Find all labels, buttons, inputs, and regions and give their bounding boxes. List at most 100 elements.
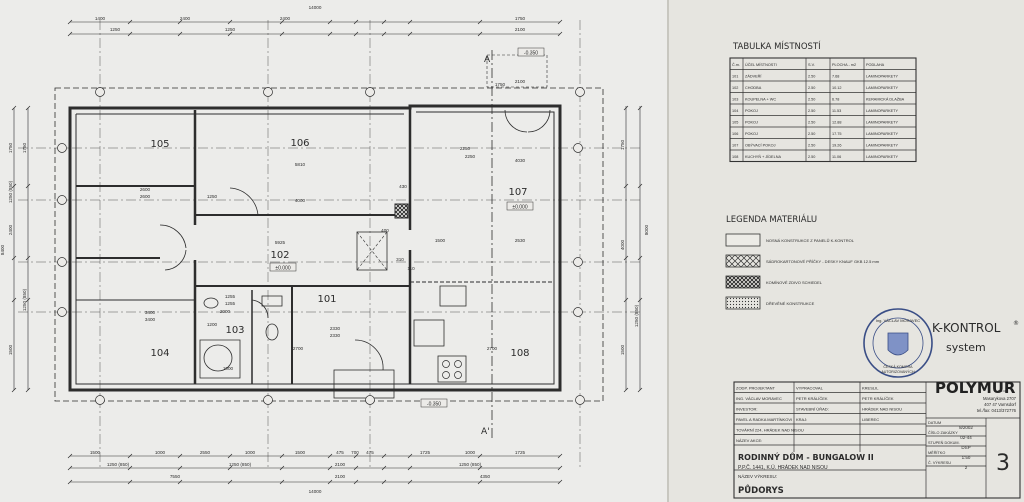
dim-tick	[177, 479, 183, 485]
title-block-field-value: DSP	[961, 445, 970, 450]
dimension-label: 110	[407, 266, 415, 271]
dimension-label: 2330	[330, 333, 341, 338]
title-block-value: KRESLIL	[862, 386, 879, 391]
dimension-label: 1255	[225, 301, 236, 306]
dim-tick	[623, 297, 629, 303]
dimension-label: 1500	[435, 238, 446, 243]
title-block-value: LIBEREC	[862, 417, 879, 422]
dim-tick	[477, 465, 483, 471]
axis-bubble	[573, 307, 583, 317]
legend-label: KOMÍNOVÉ ZDIVO SCHIEDEL	[766, 280, 823, 285]
axis-bubble	[365, 87, 375, 97]
level-mark: -0.350	[524, 51, 538, 57]
title-block-field-label: Č. VÝKRESU	[928, 460, 951, 465]
project-name: RODINNÝ DŮM - BUNGALOW II	[738, 451, 874, 462]
title-block-field-value: 02-44	[960, 435, 972, 440]
polymur-logo: POLYMUR	[935, 379, 1016, 397]
exterior-wall-inner	[75, 111, 555, 385]
dimension-label: 310	[396, 257, 404, 262]
axis-bubble	[57, 143, 67, 153]
dim-tick	[127, 479, 133, 485]
axis-bubble	[95, 395, 105, 405]
dimension-label: 2600	[140, 194, 151, 199]
title-block-label: NÁZEV AKCE:	[736, 438, 762, 443]
company-suffix: s.r.o.	[998, 388, 1007, 393]
dimension-label: 1725	[515, 450, 526, 455]
title-block-field-label: STUPEŇ DOKUM.	[928, 440, 960, 445]
door-swing	[159, 224, 187, 249]
room-table-cell: LAMINOPARKETY	[866, 86, 898, 90]
room-table-cell: 105	[732, 121, 738, 125]
dimension-label: 1750	[495, 82, 506, 87]
dimension-label: 7550	[170, 474, 181, 479]
dim-tick	[11, 387, 17, 393]
dimension-label: 1250 (850)	[459, 462, 482, 467]
dim-tick	[279, 31, 285, 37]
stamp-text: Ing. VÁCLAV MORAVEC	[876, 318, 920, 323]
dimension-label: 1250 (850)	[8, 180, 13, 203]
room-table-cell: 2.50	[808, 155, 815, 159]
room-table-cell: 7.68	[832, 75, 839, 79]
dimension-label: 2400	[8, 224, 13, 235]
room-table-cell: LAMINOPARKETY	[866, 144, 898, 148]
stamp-inner-ring	[872, 317, 924, 369]
terrace-door-swing	[504, 109, 551, 133]
room-table-cell: 2.50	[808, 98, 815, 102]
axis-bubble	[575, 395, 585, 405]
legend-label: SÁDROKARTONOVÉ PŘÍČKY - DESKY KNAUF GKB …	[766, 259, 880, 264]
dim-tick	[327, 465, 333, 471]
axis-bubble	[365, 395, 375, 405]
burner	[454, 360, 462, 368]
dim-tick	[353, 465, 359, 471]
level-mark: ±0.000	[275, 266, 290, 272]
title-block-label: ING. VÁCLAV MORAVEC	[736, 396, 782, 401]
dimension-label: 4350	[480, 474, 491, 479]
dim-tick	[407, 479, 413, 485]
terrace-steps	[486, 54, 548, 88]
legend-swatch-plain	[725, 233, 761, 247]
dim-tick	[637, 387, 643, 393]
room-table-cell: LAMINOPARKETY	[866, 155, 898, 159]
room-table-cell: KUCHYŇ + JÍDELNA	[745, 154, 781, 159]
room-table-cell: 2.50	[808, 121, 815, 125]
dim-tick	[279, 19, 285, 25]
room-table-cell: LAMINOPARKETY	[866, 75, 898, 79]
dimension-label: 1750	[8, 142, 13, 153]
room-table-cell: 2.50	[808, 75, 815, 79]
dimension-label: 1725	[420, 450, 431, 455]
dimension-label: 1200	[207, 322, 218, 327]
dimension-label: 1250 (850)	[107, 462, 130, 467]
dim-tick	[67, 19, 73, 25]
dim-tick	[67, 31, 73, 37]
dimension-label: 3400	[145, 317, 156, 322]
dim-tick	[227, 31, 233, 37]
dimension-label: 2100	[515, 79, 526, 84]
room-table-header: Č.m.	[732, 62, 740, 67]
registered-mark: ®	[1013, 320, 1019, 327]
axis-bubble	[57, 307, 67, 317]
dim-tick	[623, 105, 629, 111]
level-mark: -0.350	[427, 402, 441, 408]
axis-bubble	[575, 87, 585, 97]
axis-bubble	[57, 195, 67, 205]
dimension-label: 1000	[465, 450, 476, 455]
dimension-label: 2700	[293, 346, 304, 351]
room-table-cell: 19.26	[832, 144, 842, 148]
dimension-label: 2100	[515, 27, 526, 32]
legend-swatch-dense	[725, 275, 761, 289]
dimension-label: 1000	[245, 450, 256, 455]
kitchen-cabinet	[439, 285, 467, 307]
dim-tick	[353, 453, 359, 459]
dim-tick	[477, 453, 483, 459]
room-table-cell: KOUPELNA + WC	[745, 98, 776, 102]
dim-tick	[127, 19, 133, 25]
roof-outline	[54, 87, 604, 402]
title-block-label: PAVEL A RADKA MARTÍNKOVI	[736, 417, 792, 422]
title-block-field-value: 1:50	[962, 455, 971, 460]
room-table-cell: ZÁDVEŘÍ	[745, 74, 762, 79]
dim-tick	[11, 297, 17, 303]
dim-tick	[623, 255, 629, 261]
title-block-value: PETR KRÁLÍČEK	[796, 396, 828, 401]
authorization-stamp	[863, 308, 933, 378]
